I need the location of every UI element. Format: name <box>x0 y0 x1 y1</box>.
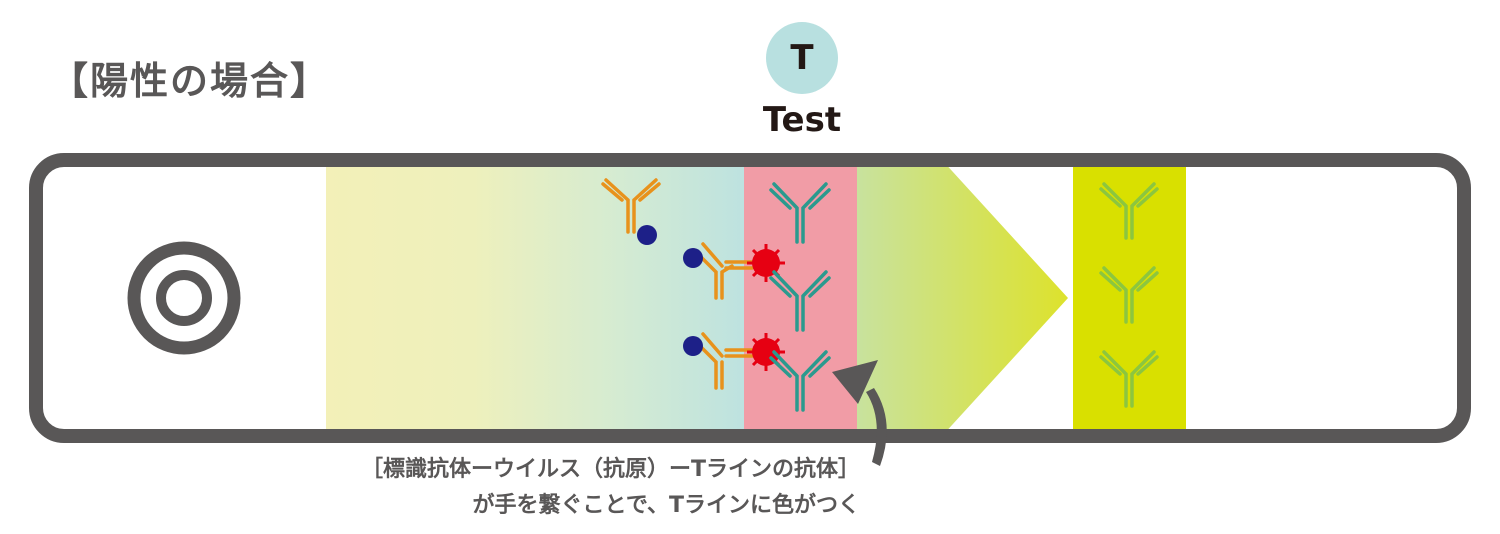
control-antibody-icon <box>1099 182 1159 408</box>
gold-particle-icon <box>683 336 703 356</box>
test-line-label: Test <box>762 100 842 140</box>
capture-antibody-icon <box>769 182 831 244</box>
labeled-antibody-icon <box>692 332 754 390</box>
caption-line-2: が手を繋ぐことで、Tラインに色がつく <box>472 493 860 518</box>
labeled-antibody-icon <box>692 242 754 300</box>
caption-line-1: ［標識抗体ーウイルス（抗原）ーTラインの抗体］ <box>360 457 860 482</box>
conjugate-pad-zone <box>326 160 746 436</box>
flow-arrow <box>857 160 1068 436</box>
test-line-band <box>744 160 857 436</box>
sample-port-icon <box>127 241 241 355</box>
pointer-arrow-icon <box>832 360 887 466</box>
diagram-caption: ［標識抗体ーウイルス（抗原）ーTラインの抗体］ が手を繋ぐことで、Tラインに色が… <box>361 452 860 524</box>
capture-antibody-icon <box>769 350 831 412</box>
page-title: 【陽性の場合】 <box>50 59 331 103</box>
gold-particle-icon <box>683 248 703 268</box>
gold-particle-icon <box>637 225 657 245</box>
control-line-band <box>1073 160 1186 436</box>
capture-antibody-icon <box>769 270 831 332</box>
test-line-badge: T <box>766 22 838 94</box>
test-strip-outline <box>29 153 1471 443</box>
virus-icon <box>747 244 785 282</box>
labeled-antibody-icon <box>601 178 661 234</box>
